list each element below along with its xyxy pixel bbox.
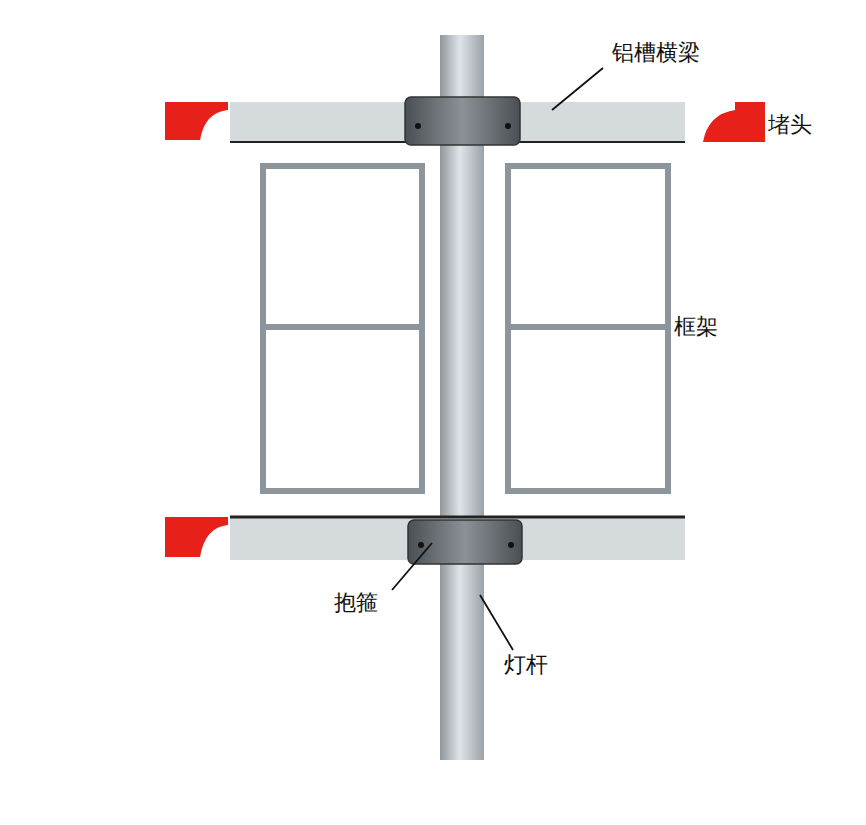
- end-caps: [165, 102, 765, 557]
- beam-label: 铝槽横梁: [612, 40, 700, 66]
- frame-label: 框架: [674, 314, 718, 340]
- bottom-clamp: [408, 520, 522, 564]
- top-clamp: [405, 97, 520, 145]
- banner-frames: [263, 166, 668, 491]
- clamp-label: 抱箍: [334, 590, 378, 616]
- pole-label: 灯杆: [504, 652, 548, 678]
- leader-lines: [392, 68, 603, 650]
- end-cap-label: 堵头: [768, 112, 812, 138]
